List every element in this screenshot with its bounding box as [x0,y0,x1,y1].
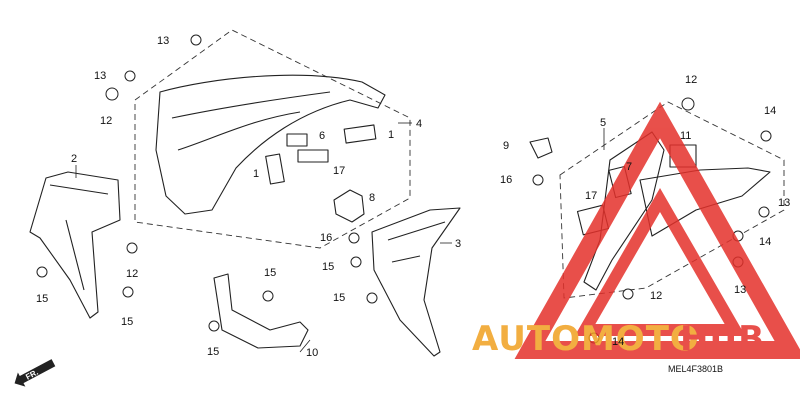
part-side-cowl [371,207,461,357]
callout-15-f: 15 [207,346,219,358]
part-bracket [213,273,309,349]
screw-15-c [262,290,274,302]
screw-16-b [532,174,544,186]
callout-12-bottom: 12 [650,290,662,302]
callout-13-right-a: 13 [778,197,790,209]
screw-15-e [350,256,362,268]
callout-14-top: 14 [764,105,776,117]
part-insert-1-upper [343,124,377,144]
callout-13-left: 13 [94,70,106,82]
callout-16-a: 16 [320,232,332,244]
part-insert-17 [297,149,329,163]
callout-15-b: 15 [121,316,133,328]
callout-16-b: 16 [500,174,512,186]
grommet-12-c [681,97,695,111]
callout-17-upper: 17 [333,165,345,177]
callout-14-mid: 14 [759,236,771,248]
screw-15-f [366,292,378,304]
screw-15-b [122,286,134,298]
callout-15-a: 15 [36,293,48,305]
group-box-upper-cowl [134,29,411,249]
part-left-panel [29,171,121,319]
grommet-12-d [622,288,634,300]
part-side-cowl-rib [387,221,446,263]
callout-15-c: 15 [322,261,334,273]
callout-11: 11 [680,130,691,142]
callout-15-d: 15 [264,267,276,279]
part-bracket-9 [529,137,553,159]
callout-15-e: 15 [333,292,345,304]
diagram-code: MEL4F3801B [668,364,723,374]
part-insert-1-lower [265,153,285,185]
callout-14-bottom: 14 [612,336,624,348]
front-direction-arrow: FR. [14,359,56,387]
callout-7: 7 [626,161,632,173]
callout-17-right: 17 [585,190,597,202]
screw-15-a [36,266,48,278]
callout-13-top: 13 [157,35,169,47]
part-bracket-8 [333,189,365,223]
part-right-inner-panel-arm [639,167,771,237]
callout-12-left: 12 [100,115,112,127]
callout-1-upper: 1 [388,129,394,141]
watermark-triangle [514,101,800,359]
callout-5: 5 [600,117,606,129]
leader-10 [299,339,311,353]
watermark-triangle-inner [574,187,746,336]
part-insert-6 [286,133,308,147]
callout-12-right: 12 [685,74,697,86]
callout-13-right-b: 13 [734,284,746,296]
callout-2: 2 [71,153,77,165]
bolt-14-a [760,130,772,142]
part-left-panel-rib [49,184,109,291]
callout-8: 8 [369,192,375,204]
screw-16-a [348,232,360,244]
bolt-13-b [124,70,136,82]
watermark: AUTOMOTO HUB [472,101,800,359]
grommet-12-b [126,242,138,254]
callout-3: 3 [455,238,461,250]
bolt-13-a [190,34,202,46]
callout-6: 6 [319,130,325,142]
part-upper-inner-cowl-rib [171,91,331,151]
callout-1-lower: 1 [253,168,259,180]
watermark-brand-part1: AUTOMOTO [472,319,700,359]
bolt-13-c [758,206,770,218]
callout-9: 9 [503,140,509,152]
part-upper-inner-cowl [155,74,386,215]
callout-12-mid: 12 [126,268,138,280]
callout-10: 10 [306,347,318,359]
grommet-12-a [105,87,119,101]
callout-4: 4 [416,118,422,130]
watermark-brand-part2: HUB [680,319,765,359]
screw-15-d [208,320,220,332]
